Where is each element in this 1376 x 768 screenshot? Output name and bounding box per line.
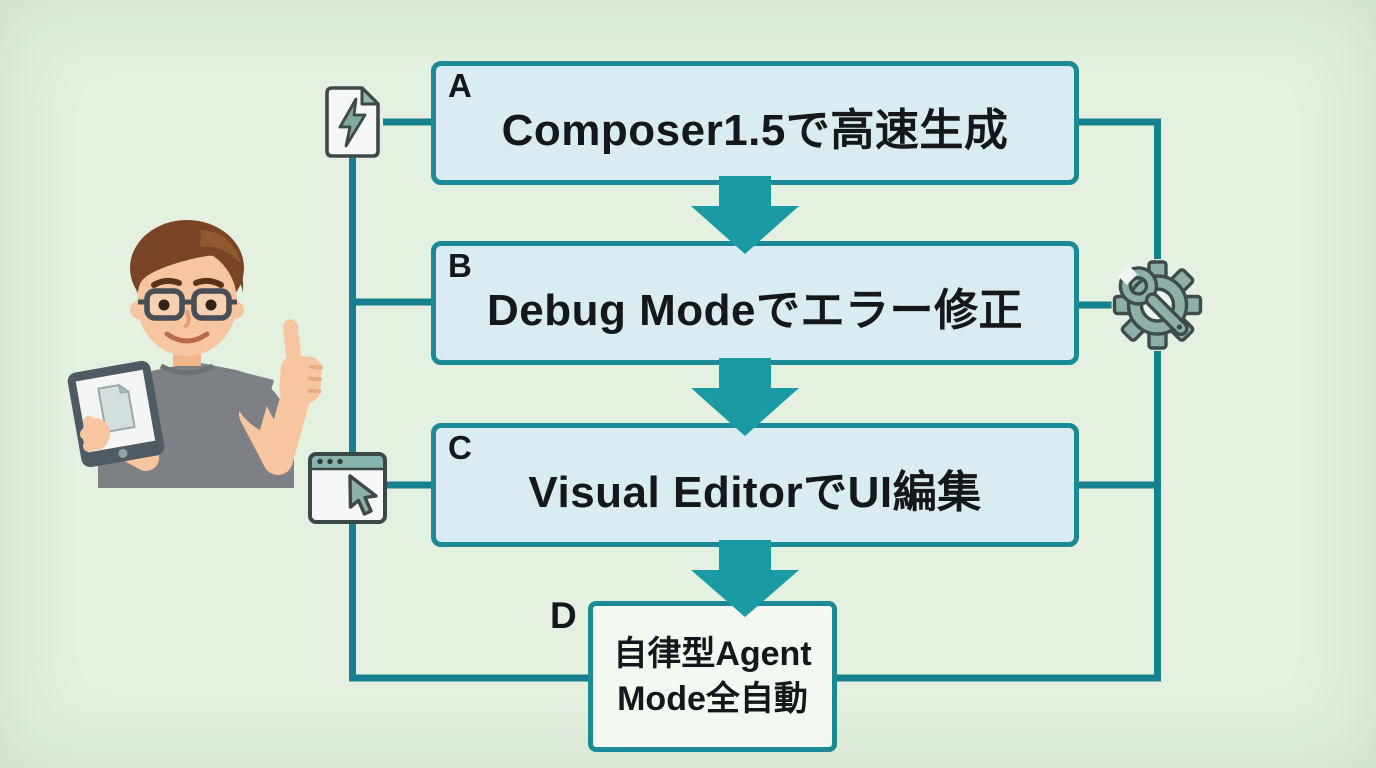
step-label-b: B bbox=[448, 247, 472, 284]
step-box-a: A Composer1.5で高速生成 bbox=[431, 61, 1079, 185]
step-label-a: A bbox=[448, 67, 472, 104]
step-title-d-line1: 自律型Agent bbox=[613, 634, 812, 673]
person-illustration bbox=[67, 220, 323, 488]
step-title-a: Composer1.5で高速生成 bbox=[501, 106, 1009, 155]
step-title-d-line2: Mode全自動 bbox=[617, 679, 808, 718]
lightning-document-icon bbox=[325, 86, 380, 158]
step-box-d: 自律型Agent Mode全自動 bbox=[588, 601, 837, 752]
gear-wrench-icon bbox=[1111, 259, 1204, 351]
step-title-c: Visual EditorでUI編集 bbox=[528, 468, 982, 517]
step-title-b: Debug Modeでエラー修正 bbox=[487, 286, 1023, 335]
step-label-c: C bbox=[448, 429, 472, 466]
step-box-b: B Debug Modeでエラー修正 bbox=[431, 241, 1079, 365]
step-label-d: D bbox=[550, 595, 577, 636]
step-box-c: C Visual EditorでUI編集 bbox=[431, 423, 1079, 547]
